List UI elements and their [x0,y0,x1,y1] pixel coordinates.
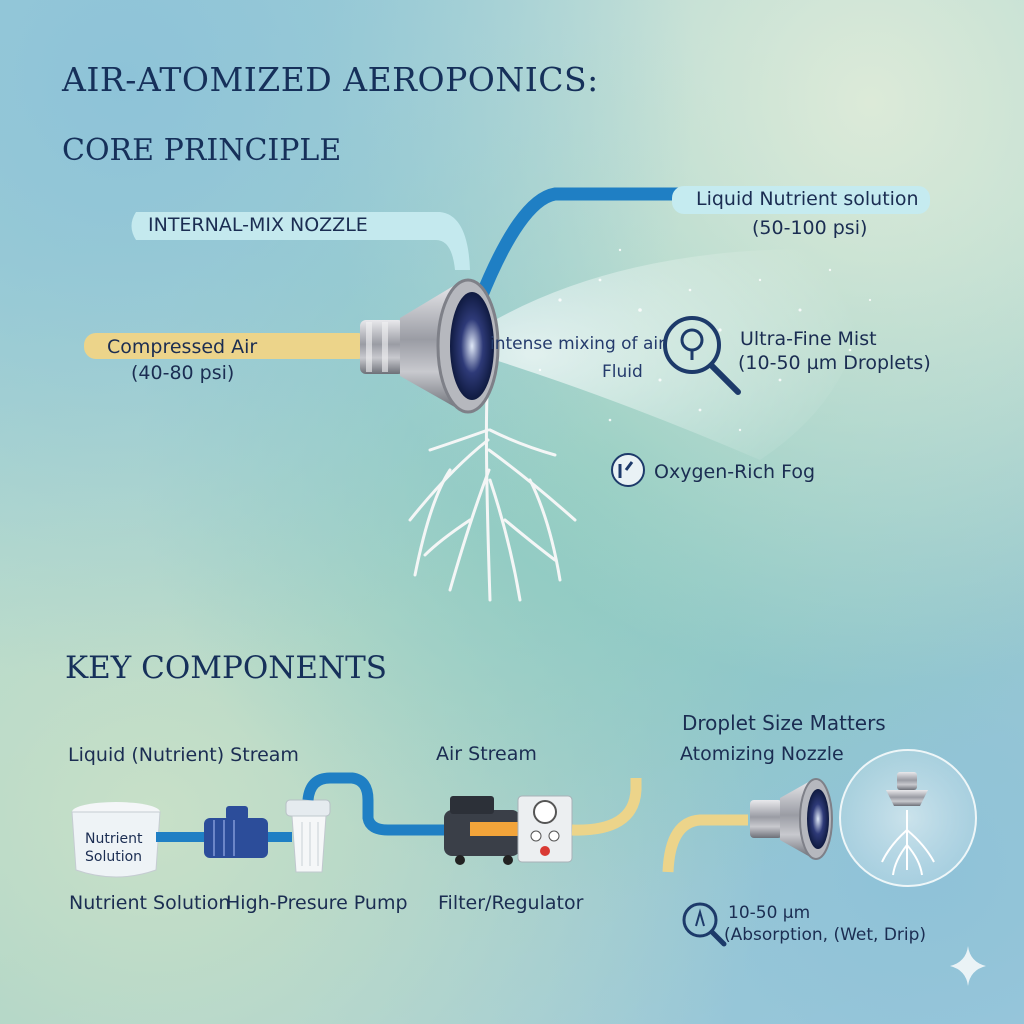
page-title: AIR-ATOMIZED AEROPONICS: [62,60,599,99]
droplet-bubble-graphic [839,749,977,887]
droplet-note: (Absorption, (Wet, Drip) [724,925,927,945]
magnifier-icon-graphic [663,316,741,395]
tank-text-2: Solution [85,849,143,865]
tank-text-1: Nutrient [85,831,143,847]
nozzle-label-pill [131,212,470,270]
air-pressure: (40-80 psi) [131,362,235,384]
liquid-pressure: (50-100 psi) [752,217,868,239]
nozzle-label: INTERNAL-MIX NOZZLE [148,214,368,236]
liquid-label: Liquid Nutrient solution [696,188,919,210]
air-stream-label: Air Stream [436,743,537,765]
section-title-core-principle: CORE PRINCIPLE [62,133,342,168]
mist-cone [495,248,863,460]
filter-graphic [285,799,331,873]
regulator-graphic [517,795,573,863]
mist-label: Ultra-Fine Mist [740,328,877,350]
air-feed-pipe [571,778,642,836]
liquid-pipe [473,187,697,307]
fog-icon-graphic [611,453,645,487]
mist-droplets [538,248,872,432]
mixing-label: intense mixing of air [490,334,666,354]
small-nozzle-graphic [750,778,833,860]
mist-size: (10-50 µm Droplets) [738,352,931,374]
liquid-stream-label: Liquid (Nutrient) Stream [68,744,299,766]
nutrient-tank-graphic [71,802,161,878]
sparkle-icon-graphic [950,946,986,986]
droplet-size: 10-50 µm [728,903,811,923]
fog-label: Oxygen-Rich Fog [654,461,816,483]
droplet-title: Droplet Size Matters [682,711,886,735]
fluid-label: Fluid [602,362,643,382]
compressor-graphic [444,796,520,865]
air-pipe [84,333,370,359]
main-nozzle [360,278,500,414]
air-label: Compressed Air [107,336,258,358]
section-title-key-components: KEY COMPONENTS [65,650,388,686]
droplet-magnifier-icon-graphic [682,902,727,947]
plant-roots [408,393,577,602]
caption-pump: High-Presure Pump [226,892,408,914]
liquid-feed-pipe [302,772,448,836]
liquid-label-pill [672,186,930,214]
air-feed-pipe-2 [662,814,748,873]
caption-nutrient-solution: Nutrient Solution [69,892,231,914]
pump-graphic [204,806,268,858]
caption-filter-regulator: Filter/Regulator [438,892,584,914]
atomizing-nozzle-label: Atomizing Nozzle [680,743,844,765]
